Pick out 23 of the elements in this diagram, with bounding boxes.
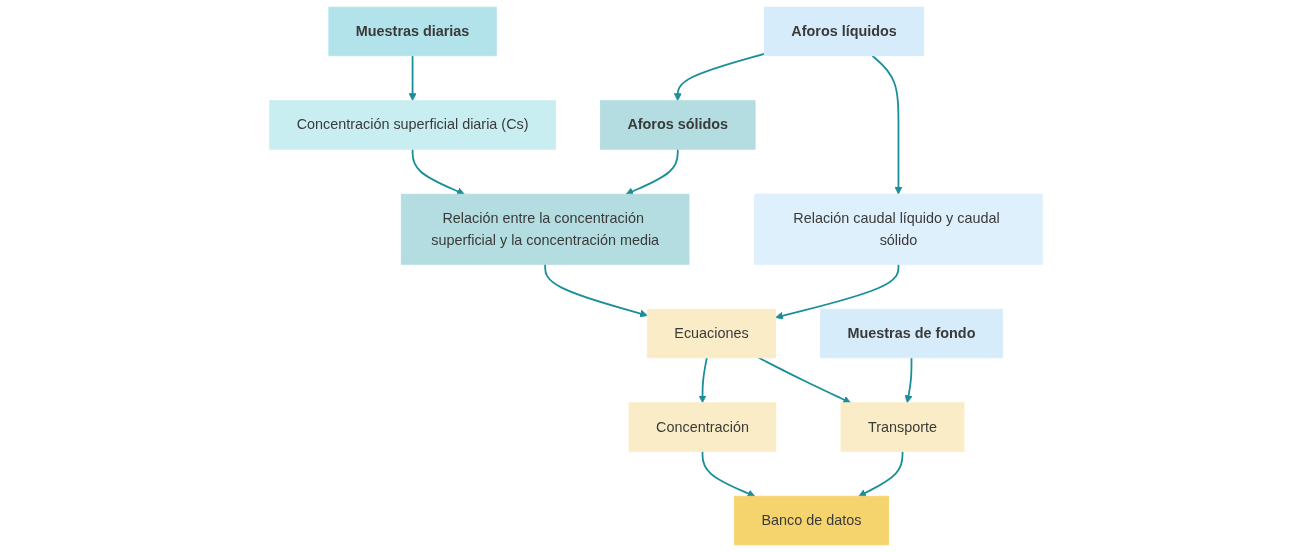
arrow <box>701 450 756 498</box>
arrow <box>904 356 913 404</box>
node-box: Aforos líquidos <box>763 6 925 57</box>
node-box: Transporte <box>840 402 965 452</box>
arrow <box>775 263 900 320</box>
node-box: Ecuaciones <box>646 308 777 359</box>
arrow <box>871 54 903 195</box>
node-box: Relación caudal líquido y caudal sólido <box>754 193 1043 265</box>
node-box: Concentración superficial diaria (Cs) <box>269 100 556 150</box>
arrow <box>858 450 904 497</box>
arrow <box>698 356 708 404</box>
arrow <box>625 148 679 195</box>
arrow <box>544 263 648 318</box>
node-box: Concentración <box>628 402 777 452</box>
node-box: Banco de datos <box>734 495 889 546</box>
node-box: Muestras diarias <box>328 6 497 57</box>
node-box: Aforos sólidos <box>599 100 756 150</box>
node-box: Muestras de fondo <box>820 308 1003 359</box>
arrow <box>673 52 766 102</box>
arrow <box>411 148 465 195</box>
node-box: Relación entre la concentración superficial y la concentración media <box>400 193 690 265</box>
arrow <box>757 356 851 404</box>
arrow <box>408 54 417 102</box>
